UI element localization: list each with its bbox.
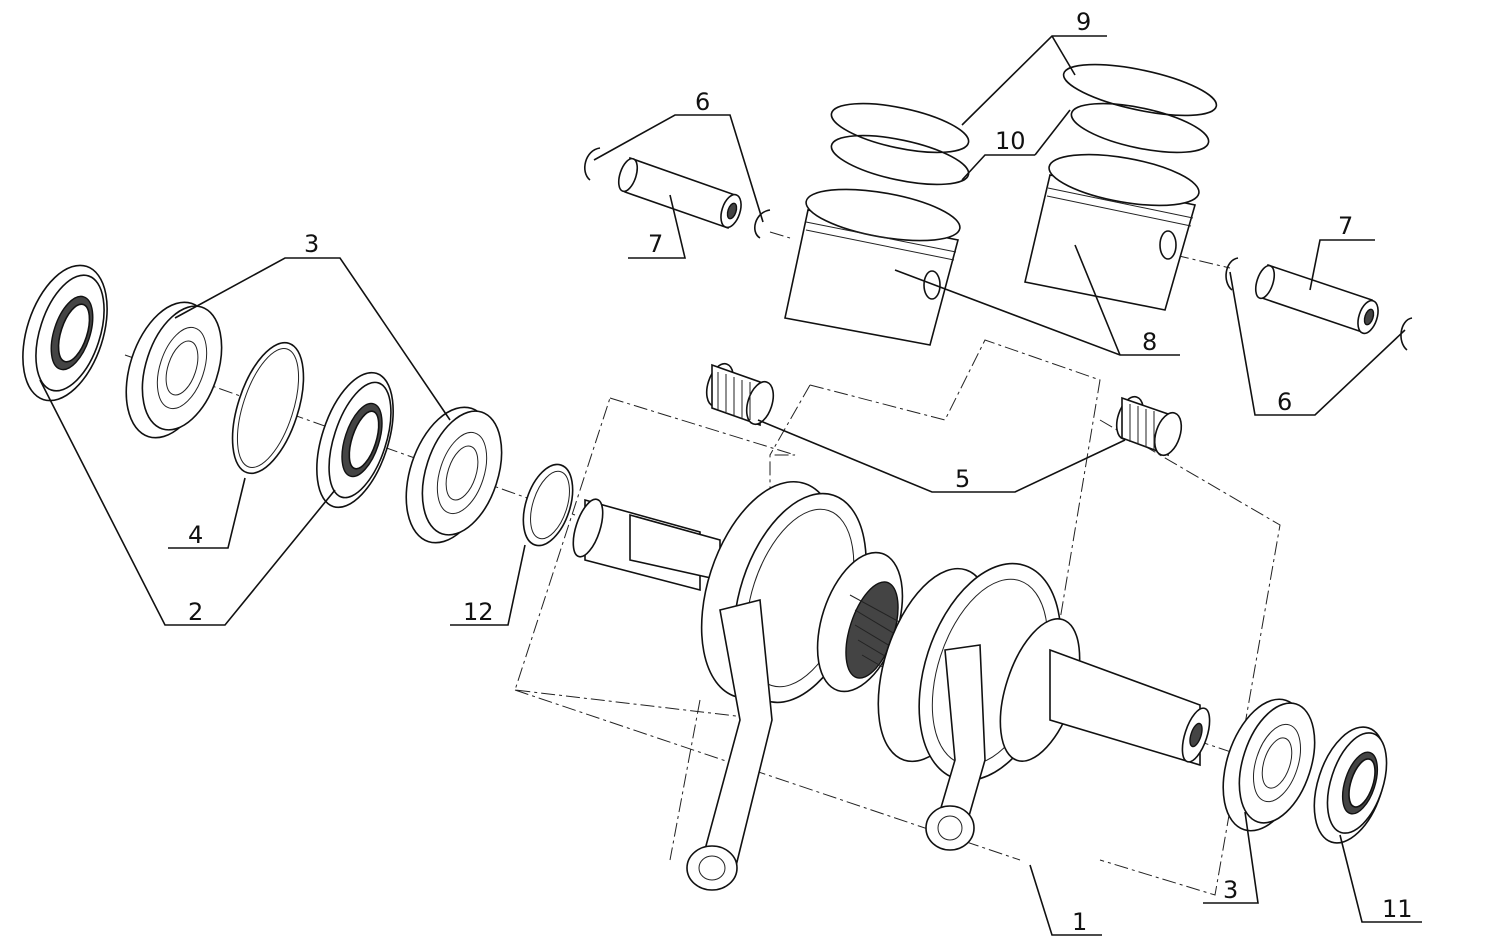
piston-left xyxy=(784,188,961,346)
piston-rings-right xyxy=(1062,63,1218,154)
ball-bearing-left xyxy=(125,301,223,439)
callout-5: 5 xyxy=(955,465,970,493)
piston-right xyxy=(1024,153,1200,311)
callout-11: 11 xyxy=(1382,895,1413,923)
piston-pin-left xyxy=(617,156,742,230)
needle-bearing-left xyxy=(705,362,775,427)
needle-bearing-right xyxy=(1115,395,1183,457)
callout-3-bottom: 3 xyxy=(1223,876,1238,904)
callout-10: 10 xyxy=(995,127,1026,155)
callout-2: 2 xyxy=(188,598,203,626)
callout-7-right: 7 xyxy=(1338,212,1353,240)
callout-3-top: 3 xyxy=(304,230,319,258)
o-ring xyxy=(231,341,305,475)
callout-labels: 9 10 6 7 8 7 6 3 4 2 12 5 1 3 11 xyxy=(188,8,1413,936)
leader-lines xyxy=(39,35,1422,936)
crankshaft-assembly xyxy=(572,480,1211,891)
piston-pin-right xyxy=(1254,263,1379,335)
oil-seal-left xyxy=(22,264,108,402)
callout-9: 9 xyxy=(1076,8,1091,36)
shim-washer xyxy=(522,463,574,547)
callout-7-left: 7 xyxy=(648,230,663,258)
callout-6-top: 6 xyxy=(695,88,710,116)
oil-seal-right xyxy=(1313,726,1388,844)
circlips xyxy=(584,147,1413,351)
ball-bearing-right xyxy=(1222,698,1316,832)
piston-rings-left xyxy=(830,102,970,186)
callout-4: 4 xyxy=(188,521,203,549)
ball-bearing-middle xyxy=(405,406,503,544)
callout-1: 1 xyxy=(1072,908,1087,936)
callout-6-right: 6 xyxy=(1277,388,1292,416)
callout-8: 8 xyxy=(1142,328,1157,356)
oil-seal-middle xyxy=(316,371,394,509)
callout-12: 12 xyxy=(463,598,494,626)
